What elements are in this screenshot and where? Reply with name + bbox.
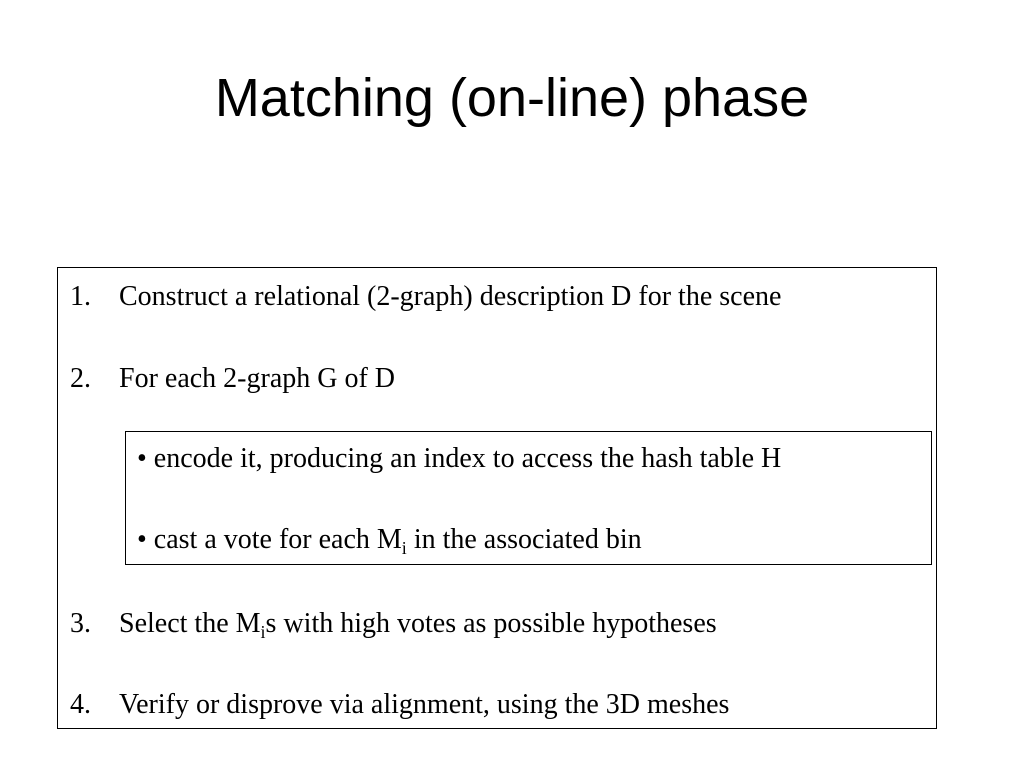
substeps-box: [125, 431, 932, 565]
slide-title: Matching (on-line) phase: [214, 68, 810, 128]
step-3-text-before: Select the M: [119, 608, 261, 639]
step-2-text: For each 2-graph G of D: [119, 363, 396, 394]
step-1-text: Construct a relational (2-graph) descrip…: [119, 281, 782, 312]
step-3-text-after: s with high votes as possible hypotheses: [265, 608, 717, 639]
substep-2-text: • cast a vote for each Mi in the associa…: [137, 523, 642, 557]
step-3-number: 3.: [70, 608, 91, 639]
step-3-text: Select the Mis with high votes as possib…: [119, 607, 717, 641]
substep-2-text-before: • cast a vote for each M: [137, 524, 402, 555]
steps-box: [57, 267, 937, 729]
substep-2-text-after: in the associated bin: [406, 524, 642, 555]
step-1-number: 1.: [70, 281, 91, 312]
substep-2-subscript: i: [401, 538, 407, 558]
step-4-text: Verify or disprove via alignment, using …: [119, 689, 730, 720]
substep-1-text: • encode it, producing an index to acces…: [137, 443, 782, 474]
step-4-number: 4.: [70, 689, 91, 720]
step-2-number: 2.: [70, 363, 91, 394]
step-3-subscript: i: [260, 622, 266, 642]
